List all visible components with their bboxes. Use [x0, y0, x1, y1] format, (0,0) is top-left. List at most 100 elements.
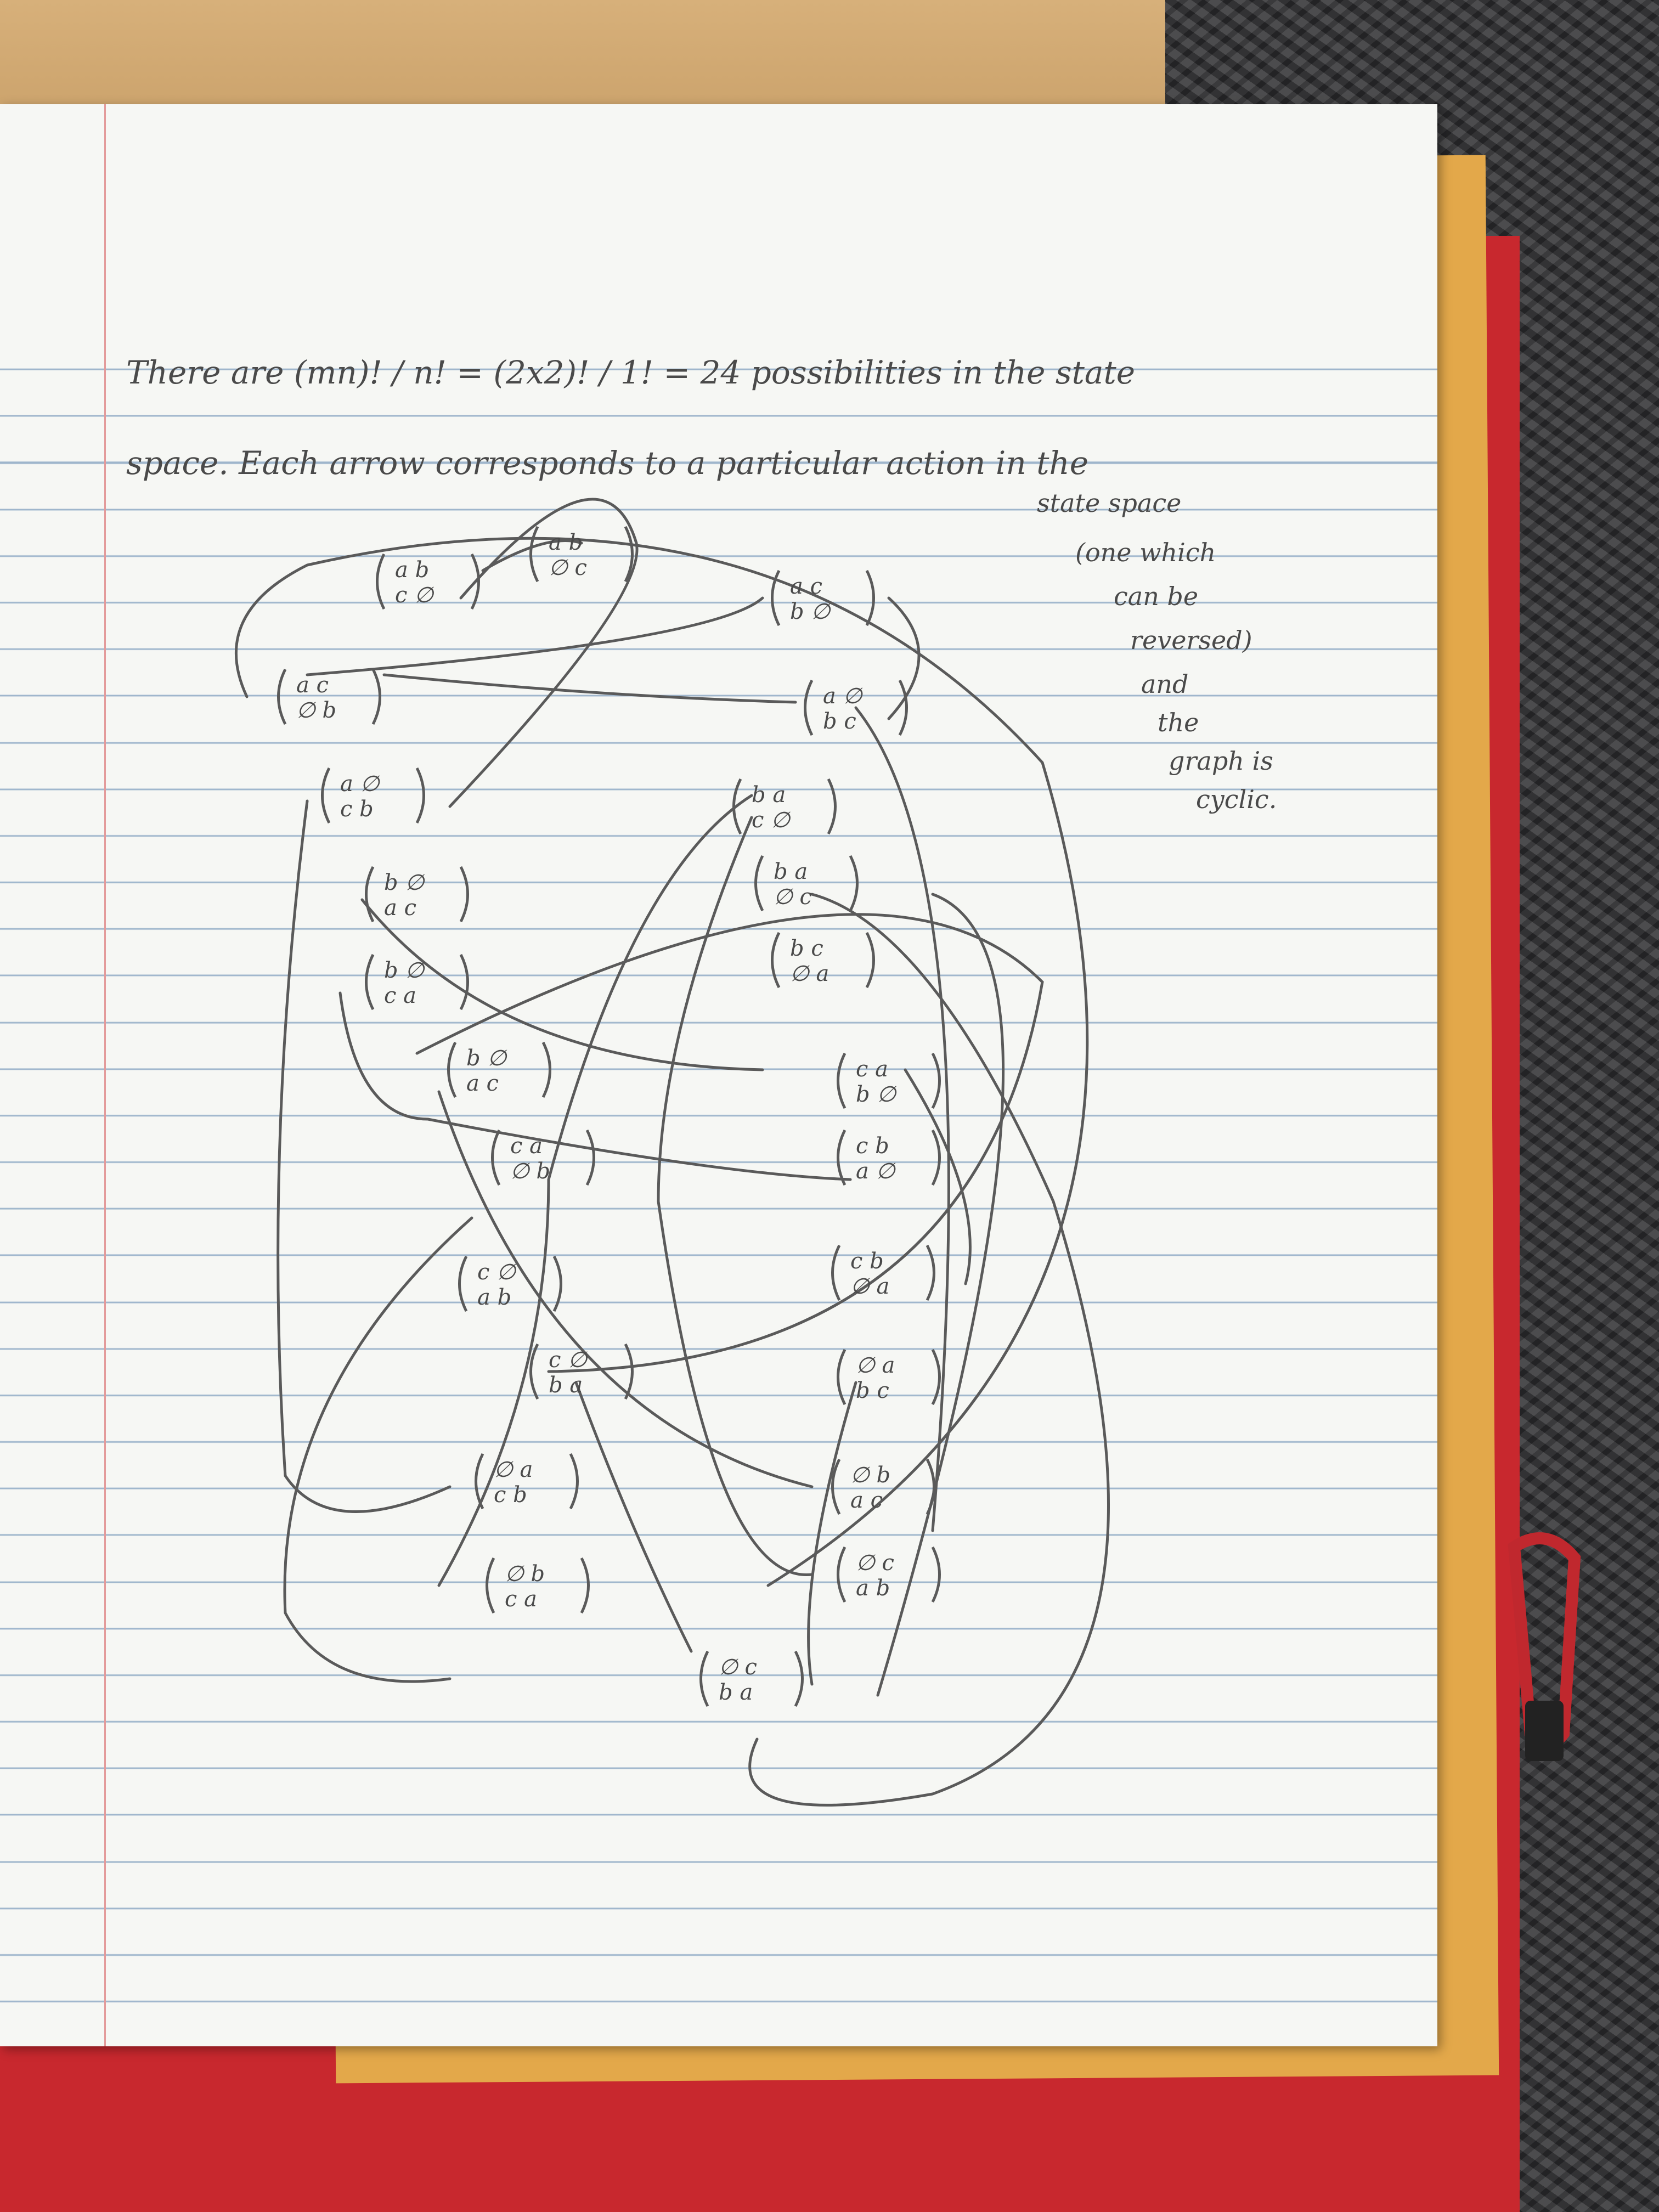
- state-node-n24: ∅ cb a: [699, 1650, 804, 1707]
- svg-text:a ∅: a ∅: [823, 684, 864, 709]
- svg-text:c a: c a: [510, 1133, 543, 1159]
- transition-arrow: [360, 898, 764, 1071]
- svg-text:b ∅: b ∅: [384, 870, 425, 895]
- transition-arrow: [306, 596, 764, 676]
- svg-text:c a: c a: [856, 1057, 888, 1082]
- state-node-n15: c ba ∅: [837, 1129, 941, 1186]
- state-node-n18: c ∅b a: [529, 1343, 634, 1400]
- transition-arrow: [657, 816, 814, 1577]
- transition-arrow: [437, 1090, 814, 1488]
- svg-text:b a: b a: [549, 1373, 583, 1398]
- svg-text:∅ c: ∅ c: [774, 884, 812, 910]
- state-node-n17: c b∅ a: [831, 1244, 935, 1301]
- svg-text:b a: b a: [719, 1680, 753, 1705]
- svg-text:b ∅: b ∅: [466, 1046, 507, 1071]
- svg-text:∅ b: ∅ b: [296, 698, 336, 723]
- svg-text:a b: a b: [856, 1576, 890, 1601]
- state-node-n20: ∅ ac b: [475, 1453, 579, 1510]
- state-node-n12: b ∅a c: [447, 1041, 551, 1098]
- state-node-n8: b a∅ c: [754, 855, 859, 912]
- note-line-1: There are (mn)! / n! = (2x2)! / 1! = 24 …: [126, 354, 1136, 391]
- transition-arrow: [382, 673, 797, 704]
- state-node-n22: ∅ bc a: [486, 1557, 590, 1614]
- state-node-n14: c a∅ b: [491, 1129, 595, 1186]
- svg-text:a ∅: a ∅: [856, 1159, 896, 1184]
- state-node-n19: ∅ ab c: [837, 1348, 941, 1406]
- svg-text:a c: a c: [850, 1488, 883, 1513]
- svg-text:b ∅: b ∅: [856, 1082, 897, 1107]
- svg-text:∅ b: ∅ b: [850, 1463, 890, 1488]
- svg-text:c b: c b: [856, 1133, 889, 1159]
- notebook-paper: There are (mn)! / n! = (2x2)! / 1! = 24 …: [0, 104, 1437, 2046]
- state-node-n21: ∅ ba c: [831, 1458, 935, 1515]
- state-node-n4: a c∅ b: [277, 668, 381, 725]
- svg-text:b c: b c: [790, 936, 823, 961]
- transition-arrow: [415, 913, 1044, 1373]
- svg-text:a c: a c: [384, 895, 416, 921]
- svg-text:b c: b c: [823, 709, 856, 734]
- side-note-3: reversed): [1130, 625, 1252, 655]
- svg-text:∅ b: ∅ b: [510, 1159, 550, 1184]
- transition-arrow: [574, 1381, 693, 1653]
- carabiner-keychain: [1508, 1532, 1581, 1761]
- svg-text:c ∅: c ∅: [477, 1260, 517, 1285]
- side-note-1: (one which: [1075, 538, 1216, 567]
- transition-arrow: [887, 596, 921, 720]
- state-node-n2: a b∅ c: [529, 526, 634, 583]
- transition-arrow: [807, 1381, 857, 1686]
- svg-text:∅ c: ∅ c: [719, 1655, 757, 1680]
- state-node-n10: b c∅ a: [771, 932, 875, 989]
- state-node-n16: c ∅a b: [458, 1255, 562, 1312]
- side-note-5: the: [1158, 708, 1199, 737]
- svg-text:∅ a: ∅ a: [494, 1457, 533, 1482]
- svg-text:c ∅: c ∅: [549, 1347, 588, 1373]
- svg-text:a c: a c: [790, 574, 822, 599]
- side-note-2: can be: [1114, 582, 1199, 611]
- side-note-4: and: [1141, 669, 1189, 699]
- side-note-7: cyclic.: [1196, 785, 1277, 814]
- transition-arrow: [437, 794, 753, 1587]
- state-node-n13: c ab ∅: [837, 1052, 941, 1109]
- state-node-n23: ∅ ca b: [837, 1546, 941, 1603]
- state-node-n11: b ∅c a: [365, 953, 469, 1011]
- transition-arrow: [448, 498, 639, 808]
- svg-text:b ∅: b ∅: [790, 599, 831, 624]
- svg-text:b c: b c: [856, 1378, 889, 1403]
- transition-arrow: [234, 537, 1089, 1587]
- svg-text:b a: b a: [752, 782, 786, 808]
- svg-text:a c: a c: [466, 1071, 499, 1096]
- state-node-n1: a bc ∅: [376, 553, 480, 610]
- svg-text:c a: c a: [384, 983, 416, 1008]
- transition-arrow: [276, 799, 452, 1513]
- transition-arrow: [481, 539, 583, 572]
- svg-text:a b: a b: [395, 557, 429, 583]
- transition-arrow: [748, 893, 1110, 1807]
- svg-text:c ∅: c ∅: [395, 583, 435, 608]
- transition-arrow: [904, 1068, 972, 1285]
- svg-text:c a: c a: [505, 1587, 537, 1612]
- svg-text:a ∅: a ∅: [340, 771, 381, 797]
- svg-text:∅ a: ∅ a: [850, 1274, 889, 1299]
- state-node-n7: b ac ∅: [732, 778, 837, 835]
- svg-text:c ∅: c ∅: [752, 808, 791, 833]
- state-space-graph: a bc ∅a b∅ ca cb ∅a c∅ ba ∅b ca ∅c bb ac…: [234, 498, 1110, 1807]
- svg-text:a b: a b: [549, 530, 583, 555]
- svg-text:b ∅: b ∅: [384, 958, 425, 983]
- svg-text:∅ a: ∅ a: [856, 1353, 895, 1378]
- transition-arrow: [854, 706, 950, 1532]
- side-note-6: graph is: [1169, 746, 1273, 776]
- transition-arrow: [283, 1216, 473, 1683]
- svg-text:c b: c b: [494, 1482, 527, 1508]
- svg-text:a b: a b: [477, 1285, 511, 1310]
- svg-text:∅ c: ∅ c: [856, 1550, 894, 1576]
- svg-text:∅ b: ∅ b: [505, 1561, 545, 1587]
- paper-unruled-top: [0, 104, 1437, 335]
- state-node-n9: b ∅a c: [365, 866, 469, 923]
- state-node-n6: a ∅c b: [321, 767, 425, 824]
- state-node-n5: a ∅b c: [804, 679, 908, 736]
- svg-text:c b: c b: [850, 1249, 884, 1274]
- svg-text:c b: c b: [340, 797, 374, 822]
- note-line-3: state space: [1037, 488, 1182, 518]
- transition-arrow: [338, 991, 852, 1181]
- svg-text:b a: b a: [774, 859, 808, 884]
